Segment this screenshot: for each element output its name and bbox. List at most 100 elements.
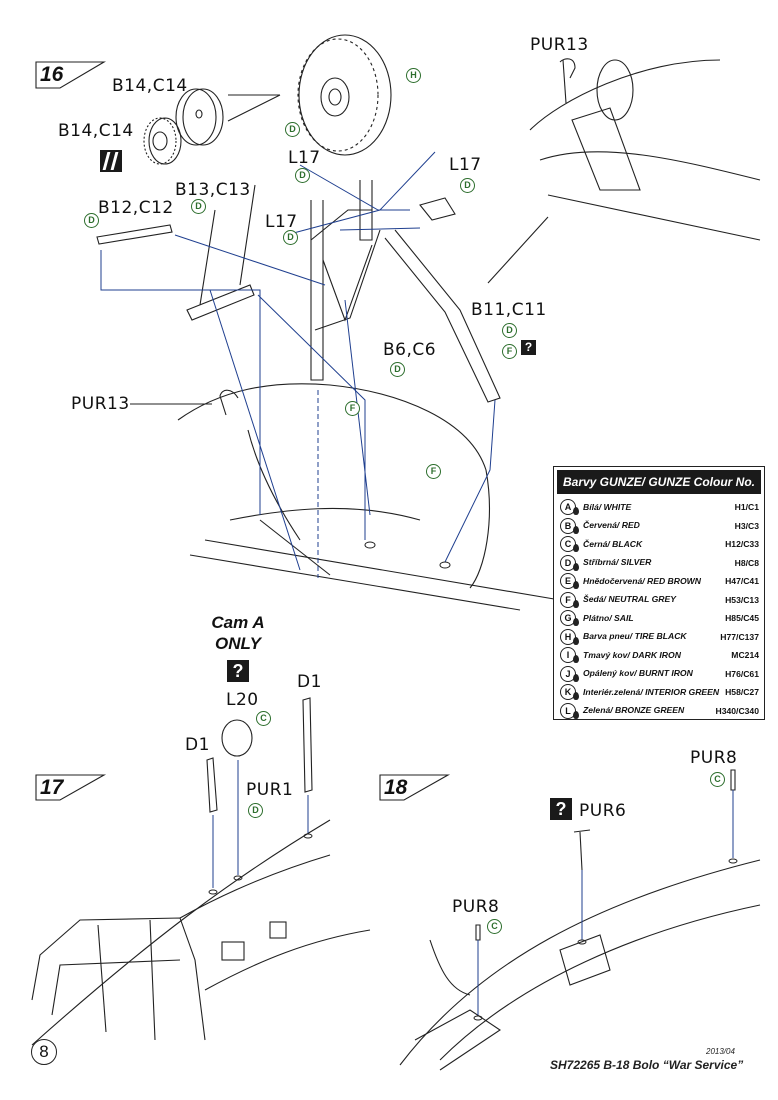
legend-color-name: Bílá/ WHITE [583,501,632,512]
paint-h-badge: H [406,68,421,83]
label-b14c14-top: B14,C14 [112,76,188,96]
canopy-outline [31,819,371,1046]
legend-color-code: H340/C340 [715,705,759,716]
pur6-part [573,829,591,871]
paint-drop-icon [573,636,579,645]
paint-drop-icon [573,655,579,664]
step-18-number: 18 [384,776,408,799]
legend-color-name: Černá/ BLACK [583,538,643,549]
footer-title: SH72265 B-18 Bolo “War Service” [550,1058,744,1072]
d1-part-left [206,757,218,813]
cement-warning-icon [100,150,122,172]
inset-wheel-nacelle [487,59,761,284]
pur13-part [559,58,576,79]
paint-drop-icon [573,507,579,516]
paint-d-badge: D [191,199,206,214]
legend-color-code: H53/C13 [725,594,759,605]
legend-color-name: Tmavý kov/ DARK IRON [583,649,681,660]
legend-color-code: H47/C41 [725,576,759,587]
paint-d-badge: D [460,178,475,193]
legend-color-name: Stříbrná/ SILVER [583,557,652,568]
fuselage-top-outline [399,859,761,1071]
legend-color-name: Šedá/ NEUTRAL GREY [583,594,676,605]
legend-color-code: H76/C61 [725,668,759,679]
legend-color-name: Interiér.zelená/ INTERIOR GREEN [583,686,720,697]
legend-color-code: H3/C3 [734,520,759,531]
label-l17-right: L17 [449,155,482,175]
paint-d-badge: D [283,230,298,245]
paint-c-badge: C [710,772,725,787]
paint-drop-icon [573,525,579,534]
legend-color-name: Zelená/ BRONZE GREEN [583,705,685,716]
label-b13c13: B13,C13 [175,180,251,200]
step-17-tab [35,774,107,801]
legend-color-code: H12/C33 [725,539,759,550]
paint-drop-icon [573,581,579,590]
paint-c-badge: C [256,711,271,726]
paint-drop-icon [573,692,579,701]
legend-color-code: H58/C27 [725,687,759,698]
label-pur13: PUR13 [71,394,130,414]
legend-color-code: MC214 [731,650,759,661]
cam-a-line2: ONLY [215,634,261,653]
label-b11c11: B11,C11 [471,300,547,320]
step-18-tab [379,774,451,801]
paint-d-badge: D [248,803,263,818]
question-mark-icon: ? [521,340,536,355]
paint-drop-icon [573,562,579,571]
page-number: 8 [31,1039,57,1065]
paint-f-badge: F [345,401,360,416]
label-b12c12: B12,C12 [98,198,174,218]
question-mark-icon: ? [550,798,572,820]
label-pur1: PUR1 [246,780,294,800]
step-17-number: 17 [40,776,64,799]
label-l17-upper: L17 [288,148,321,168]
paint-drop-icon [573,618,579,627]
label-pur8-left: PUR8 [452,897,500,917]
pur8-part-right [730,769,736,791]
main-wheel [297,34,392,156]
label-pur6: PUR6 [579,801,627,821]
paint-f-badge: F [426,464,441,479]
paint-drop-icon [573,544,579,553]
legend-color-code: H85/C45 [725,613,759,624]
paint-d-badge: D [390,362,405,377]
legend-color-code: H77/C137 [720,631,759,642]
l20-ring [221,719,253,757]
paint-drop-icon [573,599,579,608]
question-mark-icon: ? [227,660,249,682]
label-d1-left: D1 [185,735,210,755]
paint-drop-icon [573,710,579,719]
label-pur8-right: PUR8 [690,748,738,768]
legend-title: Barvy GUNZE/ GUNZE Colour No. [557,470,761,494]
legend-color-name: Plátno/ SAIL [583,612,634,623]
cam-a-note: Cam A ONLY [200,612,276,654]
paint-d-badge: D [502,323,517,338]
label-l20: L20 [226,690,259,710]
step-16-tab [35,61,107,89]
step-16-number: 16 [40,63,64,86]
legend-color-name: Hnědočervená/ RED BROWN [583,575,701,586]
label-b6c6: B6,C6 [383,340,437,360]
label-l17-lower: L17 [265,212,298,232]
legend-color-name: Červená/ RED [583,520,640,531]
paint-d-badge: D [84,213,99,228]
d1-part-right [302,697,313,793]
footer-date: 2013/04 [706,1047,735,1056]
landing-gear-strut [96,180,501,403]
paint-d-badge: D [285,122,300,137]
